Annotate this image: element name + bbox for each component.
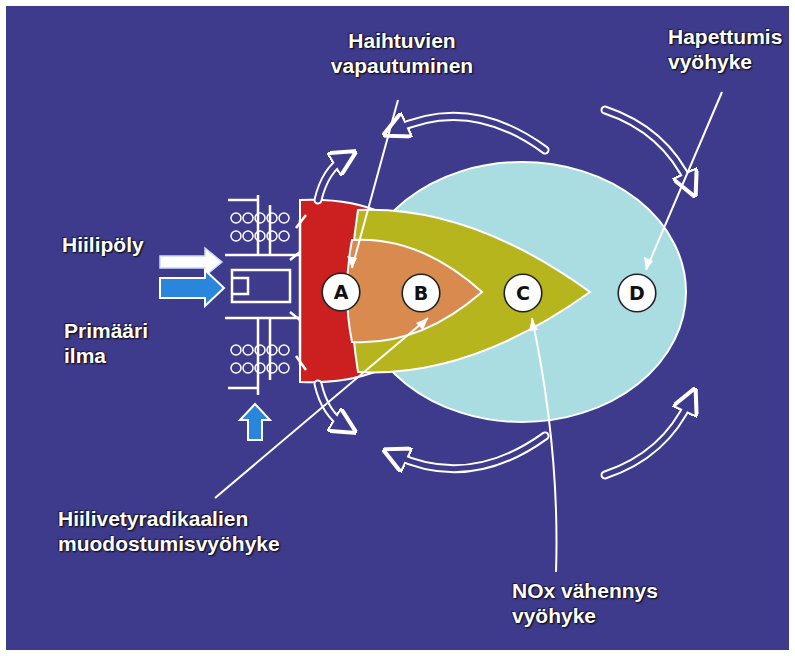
zone-label: Primääri ilma	[64, 318, 174, 368]
zone-label: NOx vähennys vyöhyke	[512, 578, 662, 628]
radical-formation-zone	[347, 240, 482, 343]
zone-marker-circle: A	[321, 272, 361, 312]
primary-air-arrow	[160, 270, 224, 306]
zone-label: Hiilivetyradikaalien muodostumisvyöhyke	[58, 506, 318, 556]
zone-label: Hiilipöly	[62, 232, 172, 257]
zone-letter: B	[401, 273, 441, 313]
burner-body	[225, 195, 306, 395]
zone-letter: D	[617, 273, 657, 313]
zone-marker-circle: C	[503, 273, 543, 313]
zone-label: Hapettumis vyöhyke	[668, 24, 786, 74]
background-panel	[6, 6, 789, 650]
zone-letter: C	[503, 273, 543, 313]
coal-dust-arrow	[160, 248, 222, 276]
zone-letter: A	[321, 272, 361, 312]
swirler-vanes	[231, 213, 289, 373]
zone-label: Haihtuvien vapautuminen	[322, 28, 482, 78]
leader-lines	[215, 92, 722, 572]
zone-marker-circle: D	[617, 273, 657, 313]
recirculation-arrows	[318, 110, 690, 475]
zone-marker-circle: B	[401, 273, 441, 313]
secondary-air-arrow	[240, 404, 270, 440]
oxidation-zone	[358, 162, 686, 422]
